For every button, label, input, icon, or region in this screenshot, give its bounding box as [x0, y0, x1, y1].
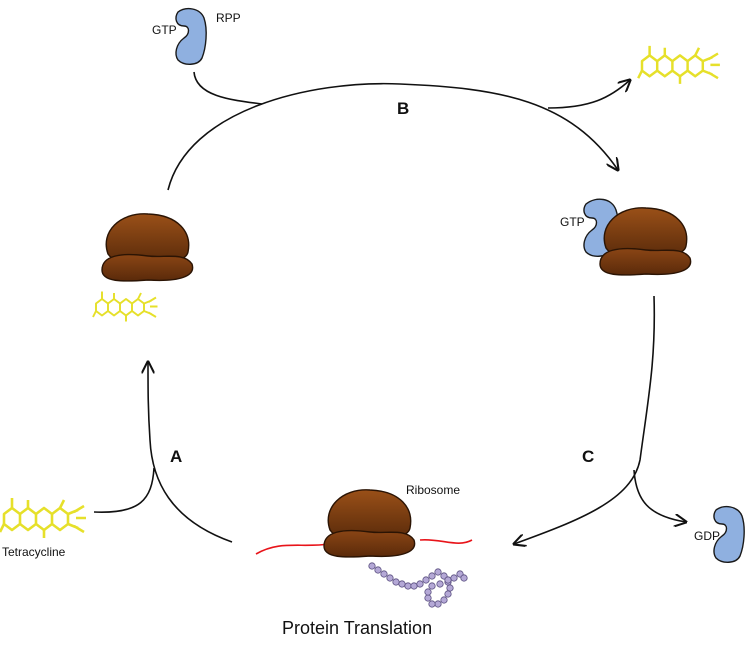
- rpp-label: RPP: [216, 11, 241, 25]
- gdp-protein-shape: [713, 505, 745, 563]
- mrna-strand: [255, 538, 473, 555]
- arrow-b-arc: [167, 82, 618, 191]
- released-tetracycline: [636, 44, 722, 86]
- cycle-arrows: [93, 71, 686, 544]
- gtp-label-top: GTP: [152, 23, 177, 37]
- rpp-gtp-protein: GTP RPP: [152, 7, 241, 65]
- bound-tetracycline: [92, 290, 159, 323]
- step-label-b: B: [397, 99, 409, 118]
- arrow-rpp-in: [193, 71, 263, 105]
- free-tetracycline: Tetracycline: [0, 496, 88, 559]
- ribosome-label: Ribosome: [406, 483, 460, 497]
- ribosome-rpp-gtp-complex: GTP: [560, 198, 692, 276]
- gtp-label-right: GTP: [560, 215, 585, 229]
- translating-ribosome: Ribosome: [255, 483, 473, 608]
- rpp-protein-shape: [175, 7, 207, 65]
- ribosome-tetracycline-bound: [92, 213, 194, 323]
- rpp-gdp-protein: GDP: [694, 505, 745, 563]
- arrow-a-up: [148, 362, 233, 543]
- step-label-c: C: [582, 447, 594, 466]
- protein-translation-caption: Protein Translation: [282, 618, 432, 638]
- arrow-gdp-out: [633, 469, 686, 522]
- arrow-c-down: [514, 295, 656, 544]
- nascent-peptide: [368, 562, 468, 608]
- tetracycline-label: Tetracycline: [2, 545, 66, 559]
- arrow-tetra-release: [547, 80, 630, 109]
- arrow-tetra-in: [93, 467, 155, 513]
- step-label-a: A: [170, 447, 182, 466]
- gdp-label: GDP: [694, 529, 720, 543]
